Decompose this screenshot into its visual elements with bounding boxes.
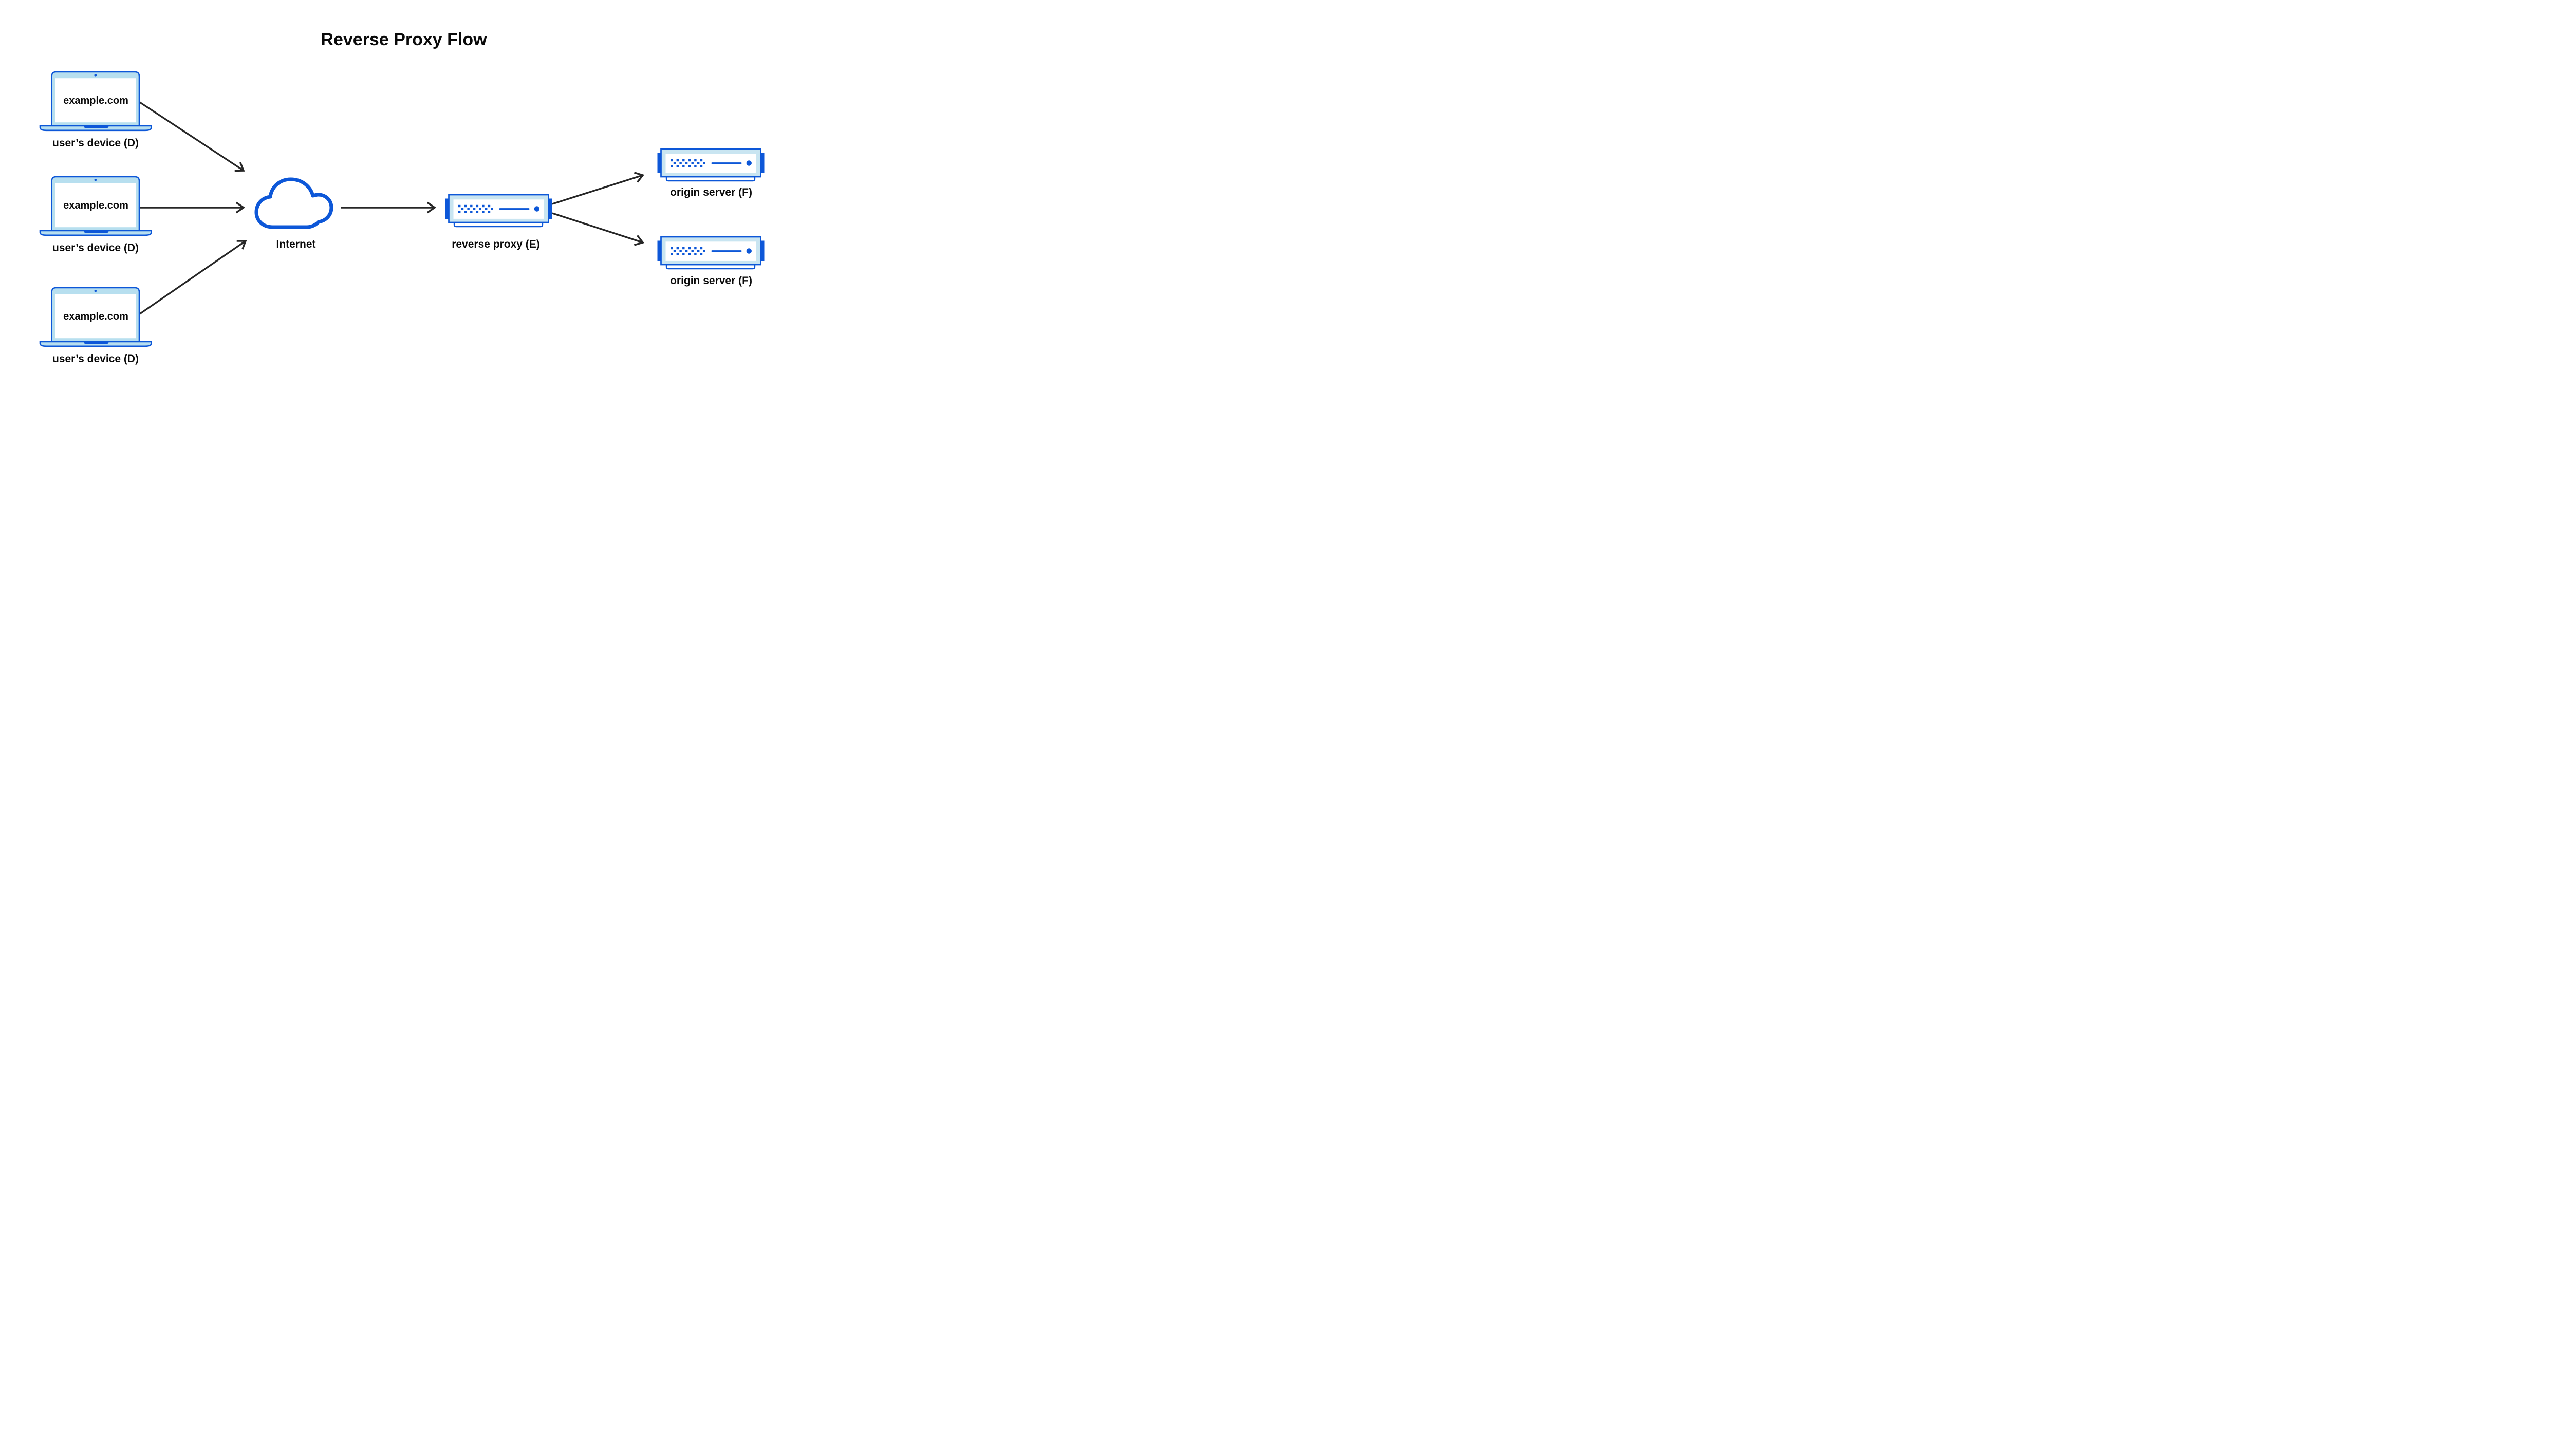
cloud-icon [254, 177, 333, 229]
edge-user-device-1-internet [139, 101, 244, 171]
device-screen-text: example.com [63, 95, 128, 106]
reverse-proxy-label: reverse proxy (E) [452, 238, 540, 250]
device-screen-text: example.com [63, 311, 128, 322]
origin-server-label: origin server (F) [670, 186, 752, 198]
device-label: user’s device (D) [52, 353, 139, 365]
node-reverse-proxy: reverse proxy (E) [444, 194, 553, 250]
edge-user-device-3-internet [139, 241, 246, 315]
node-user-device-1: example.com user’s device (D) [39, 71, 152, 149]
server-icon [657, 236, 765, 270]
node-user-device-2: example.com user’s device (D) [39, 176, 152, 254]
edge-reverse-proxy-origin-server-1 [552, 175, 643, 205]
device-label: user’s device (D) [52, 137, 139, 149]
device-label: user’s device (D) [52, 242, 139, 254]
node-user-device-3: example.com user’s device (D) [39, 287, 152, 365]
edge-reverse-proxy-origin-server-2 [552, 212, 643, 242]
node-internet: Internet [254, 177, 333, 250]
origin-server-label: origin server (F) [670, 275, 752, 287]
node-origin-server-1: origin server (F) [657, 148, 765, 198]
device-screen-text: example.com [63, 200, 128, 211]
server-icon [444, 194, 553, 228]
reverse-proxy-flow-diagram: Reverse Proxy Flow example.com user’s de… [39, 30, 765, 365]
internet-label: Internet [276, 238, 315, 250]
reverse-proxy-flow-page: Reverse Proxy Flow example.com user’s de… [0, 0, 805, 403]
edges [139, 101, 643, 315]
server-icon [657, 148, 765, 182]
node-origin-server-2: origin server (F) [657, 236, 765, 287]
page-title: Reverse Proxy Flow [321, 30, 487, 49]
